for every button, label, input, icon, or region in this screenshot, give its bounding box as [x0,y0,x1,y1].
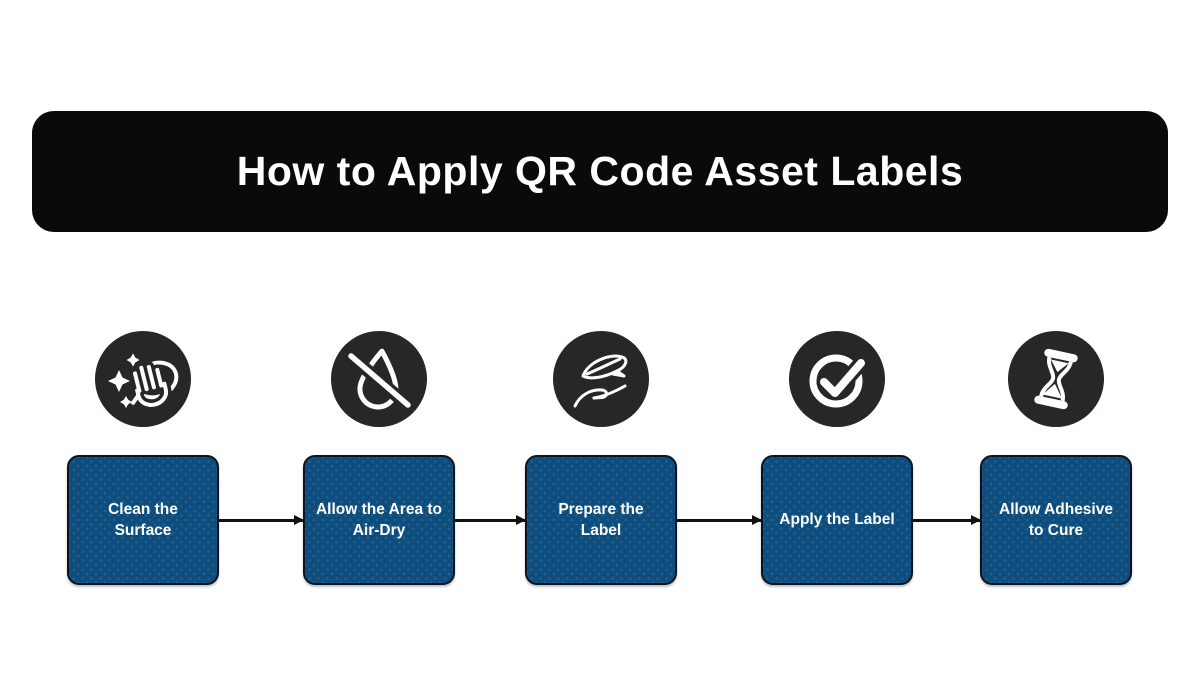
flow-arrow-2 [455,515,526,524]
step-box-apply-label: Apply the Label [761,455,913,585]
step-label: Apply the Label [779,511,895,529]
step-label: Allow the Area to Air-Dry [315,500,443,539]
step-label: Prepare the Label [558,500,644,539]
flow-arrow-4 [913,515,981,524]
hourglass-icon [1008,331,1104,427]
page-title: How to Apply QR Code Asset Labels [236,148,964,194]
step-box-air-dry: Allow the Area to Air-Dry [303,455,455,585]
flow-arrow-3 [677,515,762,524]
step-label: Allow Adhesive to Cure [999,500,1113,539]
title-banner: How to Apply QR Code Asset Labels [32,111,1168,232]
step-box-clean-surface: Clean the Surface [67,455,219,585]
feather-on-hand-icon [553,331,649,427]
check-circle-icon [789,331,885,427]
step-box-prepare-label: Prepare the Label [525,455,677,585]
step-label: Clean the Surface [108,500,178,539]
flow-arrow-1 [219,515,304,524]
cleaning-hand-sparkles-icon [95,331,191,427]
step-box-adhesive-cure: Allow Adhesive to Cure [980,455,1132,585]
no-water-drop-icon [331,331,427,427]
